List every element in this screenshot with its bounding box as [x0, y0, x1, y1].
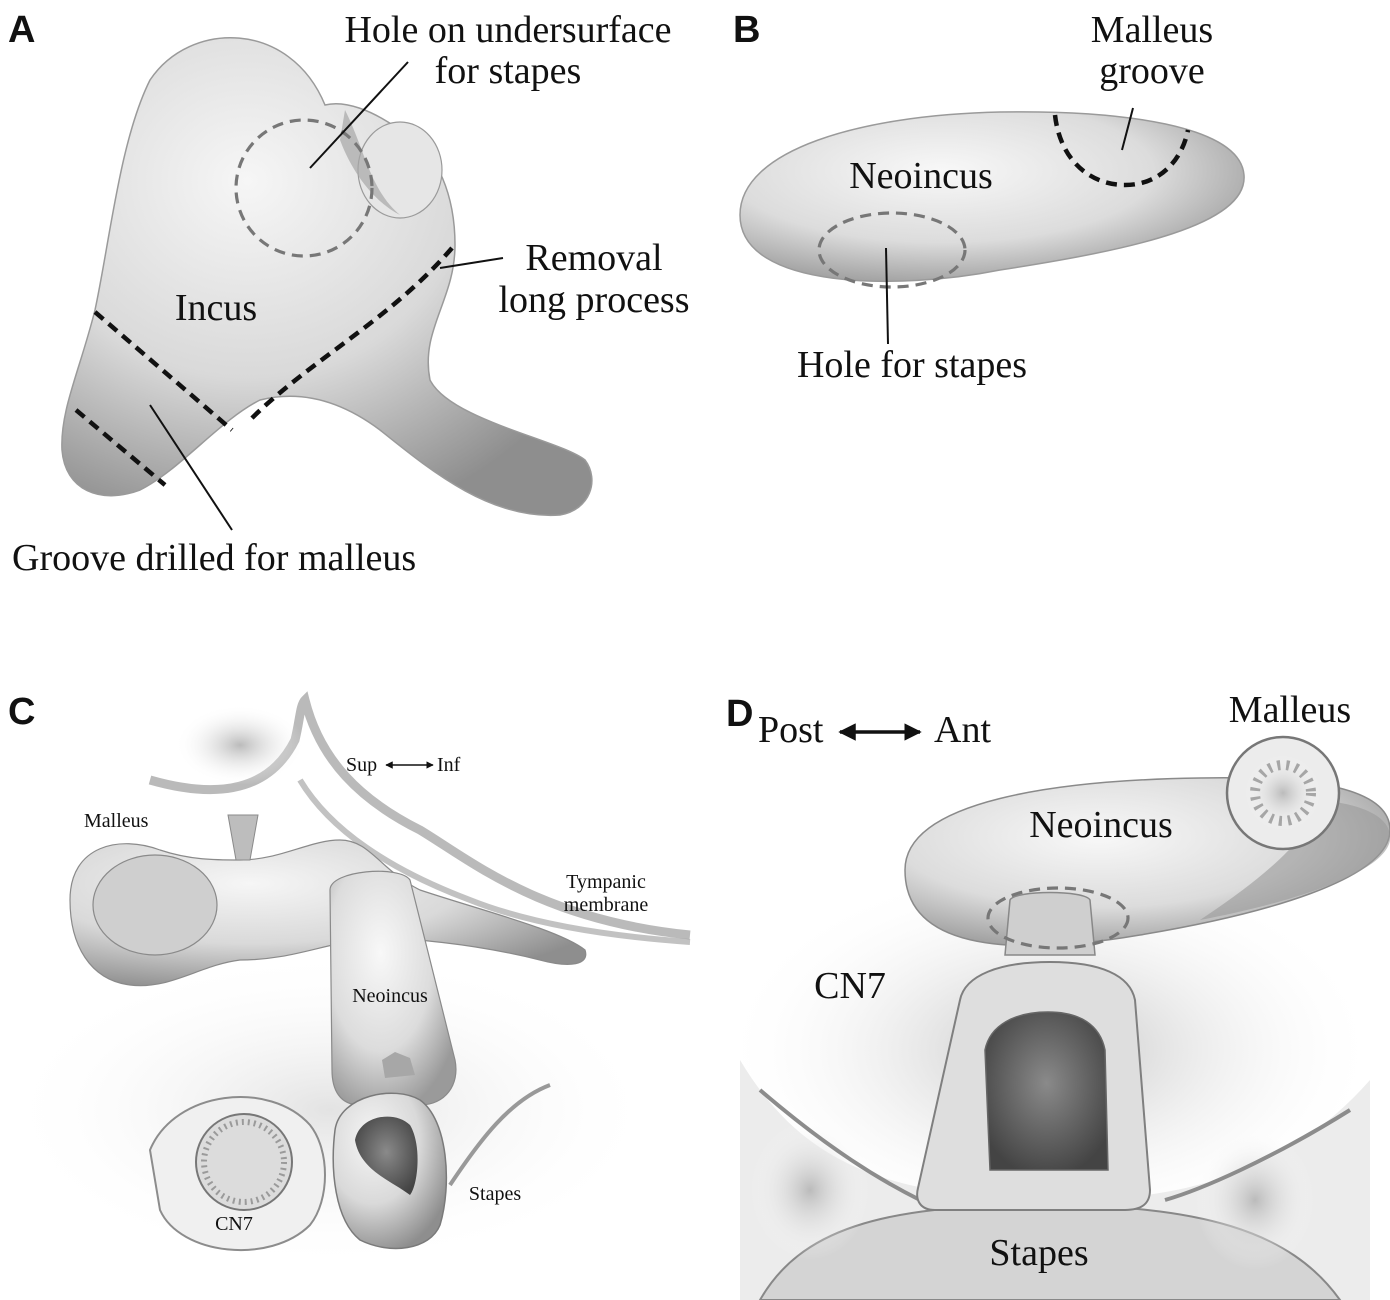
panel-d-letter: D: [726, 693, 753, 735]
malleus-label: Malleus: [84, 810, 149, 832]
hole-label-line1: Hole on undersurface: [344, 9, 671, 51]
malleus-groove-label-line1: Malleus: [1091, 9, 1213, 51]
tympanic-label-line2: membrane: [564, 894, 649, 916]
panel-a: A Hole on undersurface for stapes Incus …: [8, 9, 690, 579]
spongy-bone-right: [1195, 1130, 1315, 1270]
panel-b: B Malleus groove Neoincus Hole for stape…: [733, 9, 1244, 386]
malleus-head: [93, 855, 217, 955]
cn7-label: CN7: [814, 965, 886, 1007]
panel-c: C Malleus Sup Inf Tympanic membrane Neoi…: [0, 691, 690, 1270]
malleus-label: Malleus: [1229, 689, 1351, 731]
malleus-neck-ligament: [228, 815, 258, 860]
background-tissue: [0, 950, 660, 1270]
panel-b-letter: B: [733, 9, 760, 51]
groove-label: Groove drilled for malleus: [12, 537, 416, 579]
removal-label-line1: Removal: [525, 237, 662, 279]
tympanic-label-line1: Tympanic: [566, 871, 646, 893]
stapes-label: Stapes: [469, 1183, 521, 1205]
spongy-bone-top: [175, 705, 305, 785]
hole-label: Hole for stapes: [797, 344, 1027, 386]
stapes-label: Stapes: [989, 1232, 1088, 1274]
inf-label: Inf: [437, 754, 461, 776]
cn7-nerve: [196, 1114, 292, 1210]
panel-d: D Post Ant Malleus Neoincus CN7 Stapes: [720, 689, 1390, 1300]
sup-label: Sup: [346, 754, 377, 776]
spongy-bone-left: [750, 1120, 870, 1260]
cn7-label: CN7: [215, 1213, 253, 1235]
incus-process-knob: [358, 122, 442, 218]
ant-label: Ant: [934, 709, 991, 751]
panel-a-letter: A: [8, 9, 35, 51]
stapes-arch-opening: [985, 1012, 1108, 1170]
incus-label: Incus: [175, 287, 257, 329]
removal-label-line2: long process: [498, 279, 689, 321]
incus-bone: [62, 38, 592, 516]
panel-c-letter: C: [8, 691, 35, 733]
neoincus-label: Neoincus: [1029, 804, 1173, 846]
neoincus-label: Neoincus: [352, 985, 428, 1007]
post-label: Post: [758, 709, 824, 751]
malleus-groove-label-line2: groove: [1099, 50, 1205, 92]
neoincus-label: Neoincus: [849, 155, 993, 197]
hole-label-line2: for stapes: [435, 50, 582, 92]
